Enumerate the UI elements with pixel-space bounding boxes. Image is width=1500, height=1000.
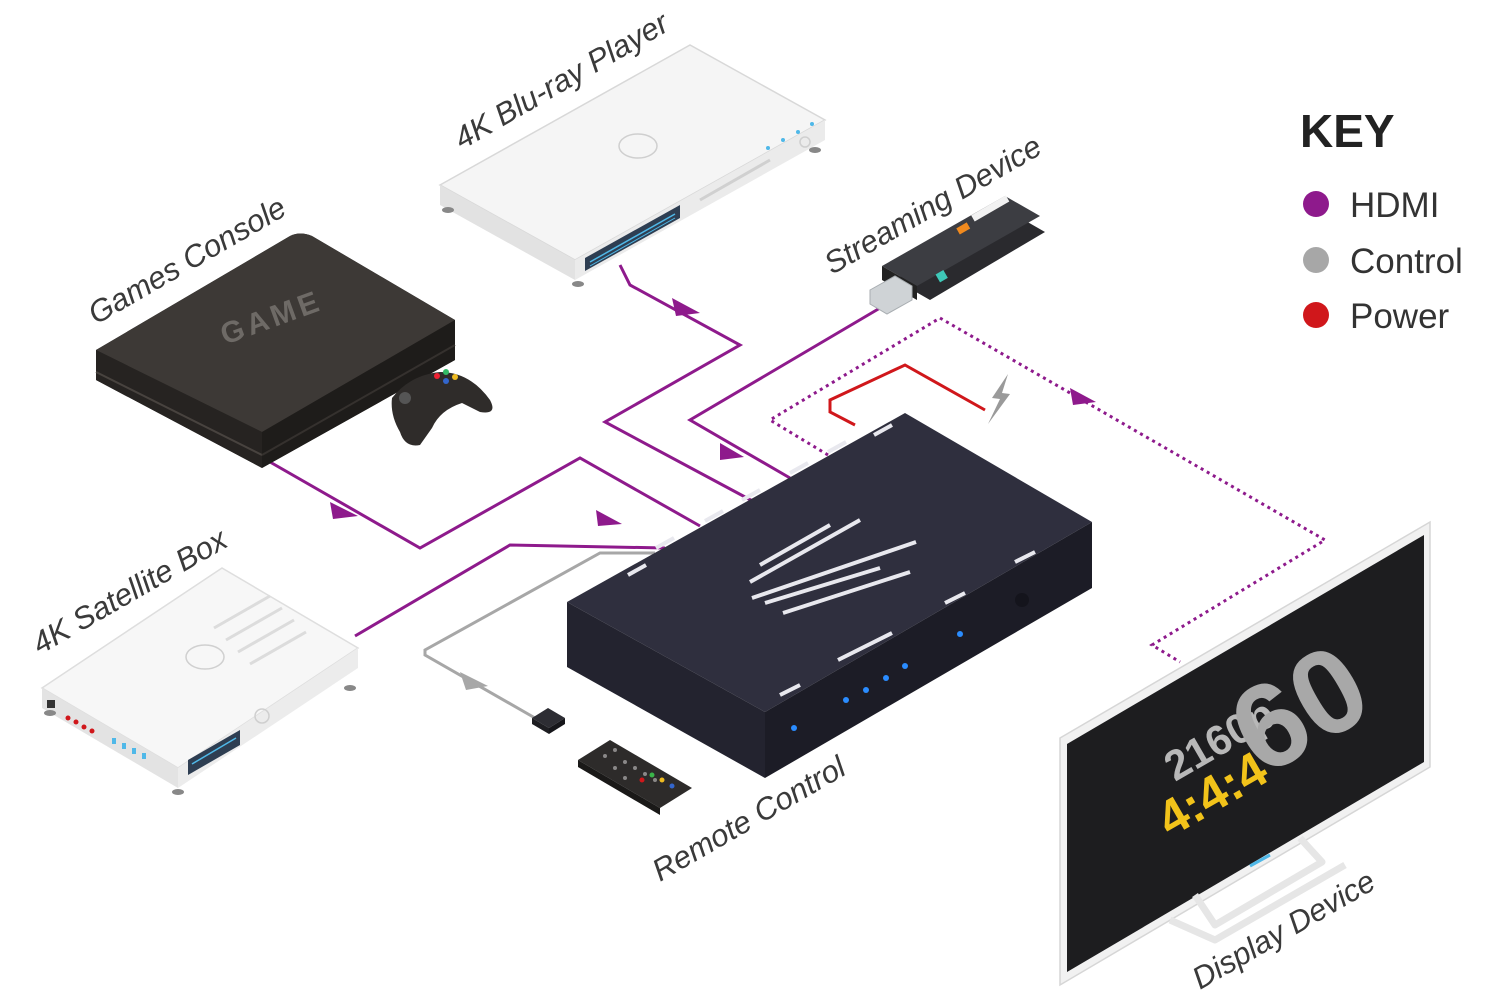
legend-title: KEY	[1300, 105, 1395, 157]
legend-item-hdmi: HDMI	[1303, 186, 1439, 225]
power-bolt-icon	[988, 374, 1010, 424]
hdmi-cables	[269, 264, 1328, 664]
remote-control	[578, 740, 692, 815]
arrow-icon	[672, 298, 700, 316]
legend-item-power: Power	[1303, 297, 1450, 336]
hdmi-cable-games	[269, 456, 701, 550]
legend-label: Control	[1350, 242, 1463, 281]
legend-label: Power	[1350, 297, 1450, 336]
hdmi-cable-streaming	[687, 306, 881, 480]
satellite-box	[40, 567, 360, 795]
bluray-player	[438, 44, 827, 287]
legend: KEY HDMI Control Power	[1300, 105, 1463, 336]
games-console: GAME	[95, 233, 456, 468]
legend-swatch	[1303, 247, 1329, 273]
arrow-icon	[596, 510, 622, 526]
remote-label: Remote Control	[646, 749, 852, 888]
legend-swatch	[1303, 302, 1329, 328]
power-cable	[828, 363, 986, 427]
hdmi-switcher	[567, 413, 1092, 778]
streaming-device	[869, 195, 1045, 315]
arrow-icon	[330, 502, 358, 519]
ir-receiver	[532, 708, 565, 734]
legend-swatch	[1303, 191, 1329, 217]
arrow-icon	[460, 672, 488, 690]
arrow-icon	[1070, 388, 1096, 405]
arrow-icon	[720, 443, 744, 460]
hdmi-arrows	[330, 298, 1096, 526]
remote-control-label: Remote Control	[646, 749, 852, 888]
display-device: 2160p 4:4:4 60	[1059, 520, 1431, 987]
hdmi-cable-satellite	[354, 543, 666, 638]
legend-item-control: Control	[1303, 242, 1463, 281]
game-controller-icon	[391, 369, 493, 446]
hdmi-cable-output	[767, 316, 1328, 664]
hdmi-cable-bluray	[601, 264, 761, 507]
legend-label: HDMI	[1350, 186, 1439, 225]
